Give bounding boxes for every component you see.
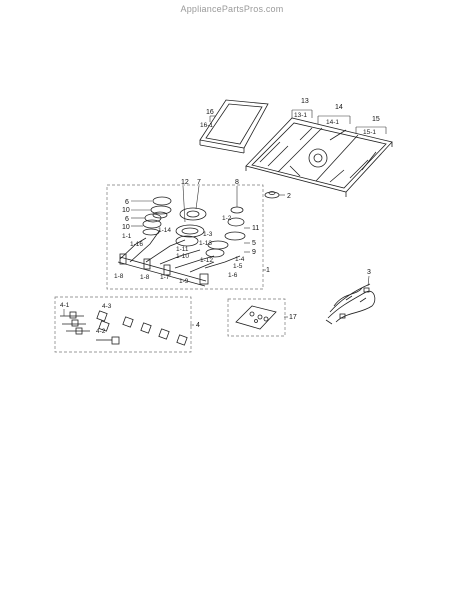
knob-assembly-box (54, 296, 192, 353)
callout-1-14: 1-14 (158, 227, 171, 234)
callout-1-16: 1-16 (130, 241, 143, 248)
burner-left-rear-part[interactable] (150, 196, 172, 219)
burner-right-part[interactable] (205, 206, 246, 258)
callout-2: 2 (287, 193, 291, 200)
callout-1-2: 1-2 (222, 215, 232, 222)
callout-10a: 10 (122, 207, 130, 214)
callout-8: 8 (235, 179, 239, 186)
callout-14-1: 14-1 (326, 119, 339, 126)
callout-3: 3 (367, 269, 371, 276)
control-panel-part[interactable] (235, 305, 277, 330)
callout-10b: 10 (122, 224, 130, 231)
callout-7: 7 (197, 179, 201, 186)
callout-1-7: 1-7 (160, 274, 170, 281)
callout-13-1: 13-1 (294, 112, 307, 119)
callout-1-10: 1-10 (176, 253, 189, 260)
burner-center-part[interactable] (175, 207, 207, 247)
callout-16-1: 16-1 (200, 122, 213, 129)
callout-6a: 6 (125, 199, 129, 206)
callout-5: 5 (252, 240, 256, 247)
griddle-part[interactable] (199, 99, 269, 154)
callout-1-6: 1-6 (228, 272, 238, 279)
callout-1-5: 1-5 (233, 263, 243, 270)
callout-16: 16 (206, 109, 214, 116)
callout-1-8b: 1-8 (140, 274, 150, 281)
callout-4-1: 4-1 (60, 302, 70, 309)
callout-15-1: 15-1 (363, 129, 376, 136)
callout-9: 9 (252, 249, 256, 256)
knob-parts[interactable] (60, 310, 188, 346)
callout-1-8a: 1-8 (114, 273, 124, 280)
callout-1-3: 1-3 (203, 231, 213, 238)
gas-manifold-part[interactable] (117, 229, 241, 287)
callout-1-1: 1-1 (122, 233, 132, 240)
callout-1-9: 1-9 (179, 278, 189, 285)
burner-assembly-box (106, 184, 264, 290)
callout-1: 1 (266, 267, 270, 274)
callout-4: 4 (196, 322, 200, 329)
callout-17: 17 (289, 314, 297, 321)
callout-1-13: 1-13 (199, 240, 212, 247)
watermark: AppliancePartsPros.com (180, 4, 284, 14)
callout-1-11: 1-11 (176, 246, 189, 253)
control-panel-box (227, 298, 286, 337)
callout-11: 11 (252, 225, 259, 232)
callout-1-4: 1-4 (235, 256, 245, 263)
burner-grates-part[interactable] (245, 117, 393, 197)
wire-harness-part[interactable] (325, 283, 376, 325)
callout-6b: 6 (125, 216, 129, 223)
callout-14: 14 (335, 104, 343, 111)
callout-1-12: 1-12 (200, 257, 213, 264)
callout-15: 15 (372, 116, 380, 123)
callout-12: 12 (181, 179, 189, 186)
callout-4-3: 4-3 (102, 303, 112, 310)
callout-13: 13 (301, 98, 309, 105)
knob-cap-part[interactable] (264, 191, 280, 199)
callout-4-2: 4-2 (96, 328, 106, 335)
